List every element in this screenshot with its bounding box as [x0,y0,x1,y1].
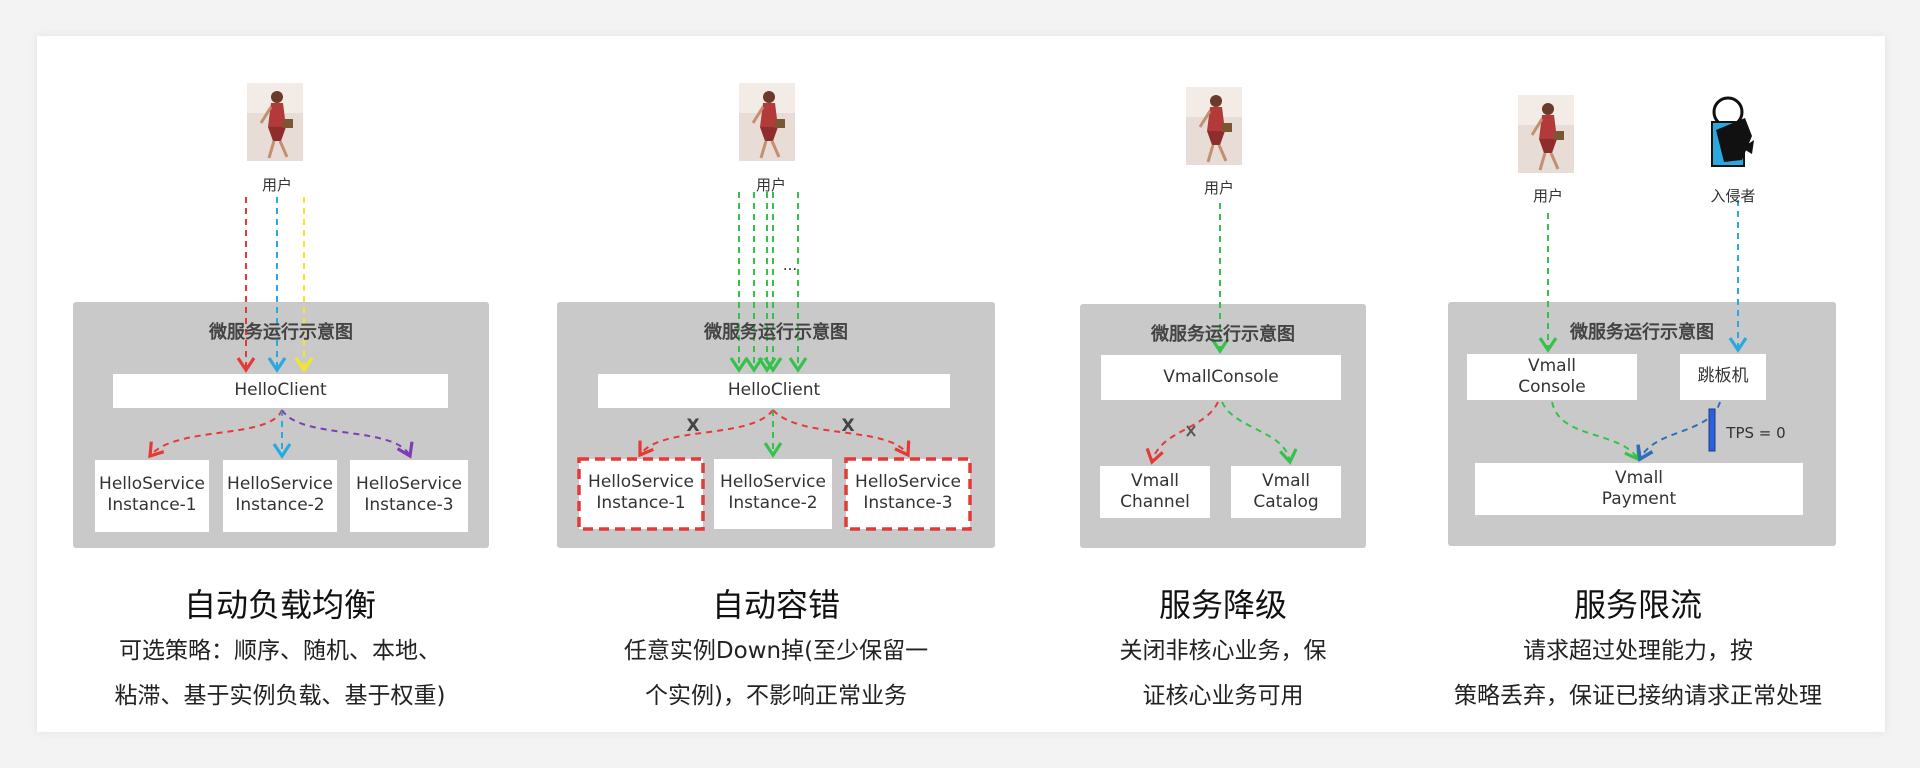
section-rate-limit [1448,93,1836,546]
intruder-icon [1711,96,1754,167]
fail-mark: X [841,416,855,436]
section-desc-line2: 证核心业务可用 [1142,683,1304,709]
user-label: 用户 [1532,187,1563,205]
panel-title: 微服务运行示意图 [209,322,353,343]
user-icon [245,81,305,163]
section-fault-tolerance [557,81,995,548]
failed-instance-node [577,457,705,531]
client-node [598,374,950,408]
user-icon [1516,93,1576,175]
section-heading: 服务降级 [1158,586,1287,624]
client-label: HelloClient [727,380,821,400]
route-arrow [281,409,414,459]
section-desc-line2: 策略丢弃，保证已接纳请求正常处理 [1454,683,1822,709]
section-heading: 自动容错 [711,586,840,624]
route-arrow [772,409,911,458]
section-degradation [1080,85,1366,548]
route-arrow [1551,401,1641,462]
section-desc-line1: 请求超过处理能力，按 [1523,638,1753,664]
console-label: VmallConsole [1163,367,1279,387]
fail-mark: X [686,416,700,436]
client-label: HelloClient [234,380,327,400]
console-node [1101,355,1341,400]
panel-title: 微服务运行示意图 [1151,324,1295,345]
client-node [113,374,448,408]
section-desc-line2: 个实例)，不影响正常业务 [645,683,907,709]
user-label: 用户 [1203,179,1234,197]
section-heading: 服务限流 [1573,586,1702,624]
instance-node [223,460,337,532]
route-arrow [148,409,283,459]
tps-label: TPS = 0 [1726,424,1786,442]
user-icon [1184,85,1244,167]
cancel-icon [1186,425,1196,437]
instance-node [350,460,468,532]
jump-host-label: 跳板机 [1697,366,1749,386]
route-arrow [1221,401,1298,465]
channel-node [1100,466,1210,518]
user-label: 用户 [755,176,786,194]
ellipsis-label: ... [782,256,798,274]
route-arrow [638,409,774,458]
console-node [1467,354,1637,400]
section-heading: 自动负载均衡 [183,586,376,624]
section-desc-line1: 可选策略：顺序、随机、本地、 [119,638,441,664]
catalog-node [1231,466,1341,518]
panel-title: 微服务运行示意图 [704,322,848,343]
jump-host-node [1680,354,1766,400]
limit-barrier [1708,408,1716,452]
route-arrow [1145,401,1219,465]
payment-node [1475,463,1803,515]
section-desc-line1: 关闭非核心业务，保 [1119,638,1327,664]
intruder-label: 入侵者 [1710,187,1756,205]
section-desc-line1: 任意实例Down掉(至少保留一 [623,638,929,664]
user-label: 用户 [261,176,292,194]
throttled-arrow [1636,401,1721,462]
instance-node [714,459,832,529]
user-icon [737,81,797,163]
failed-instance-node [844,457,972,531]
instance-node [95,460,209,532]
section-desc-line2: 粘滞、基于实例负载、基于权重) [114,683,446,709]
panel-title: 微服务运行示意图 [1570,322,1714,343]
section-load-balance [73,81,489,548]
